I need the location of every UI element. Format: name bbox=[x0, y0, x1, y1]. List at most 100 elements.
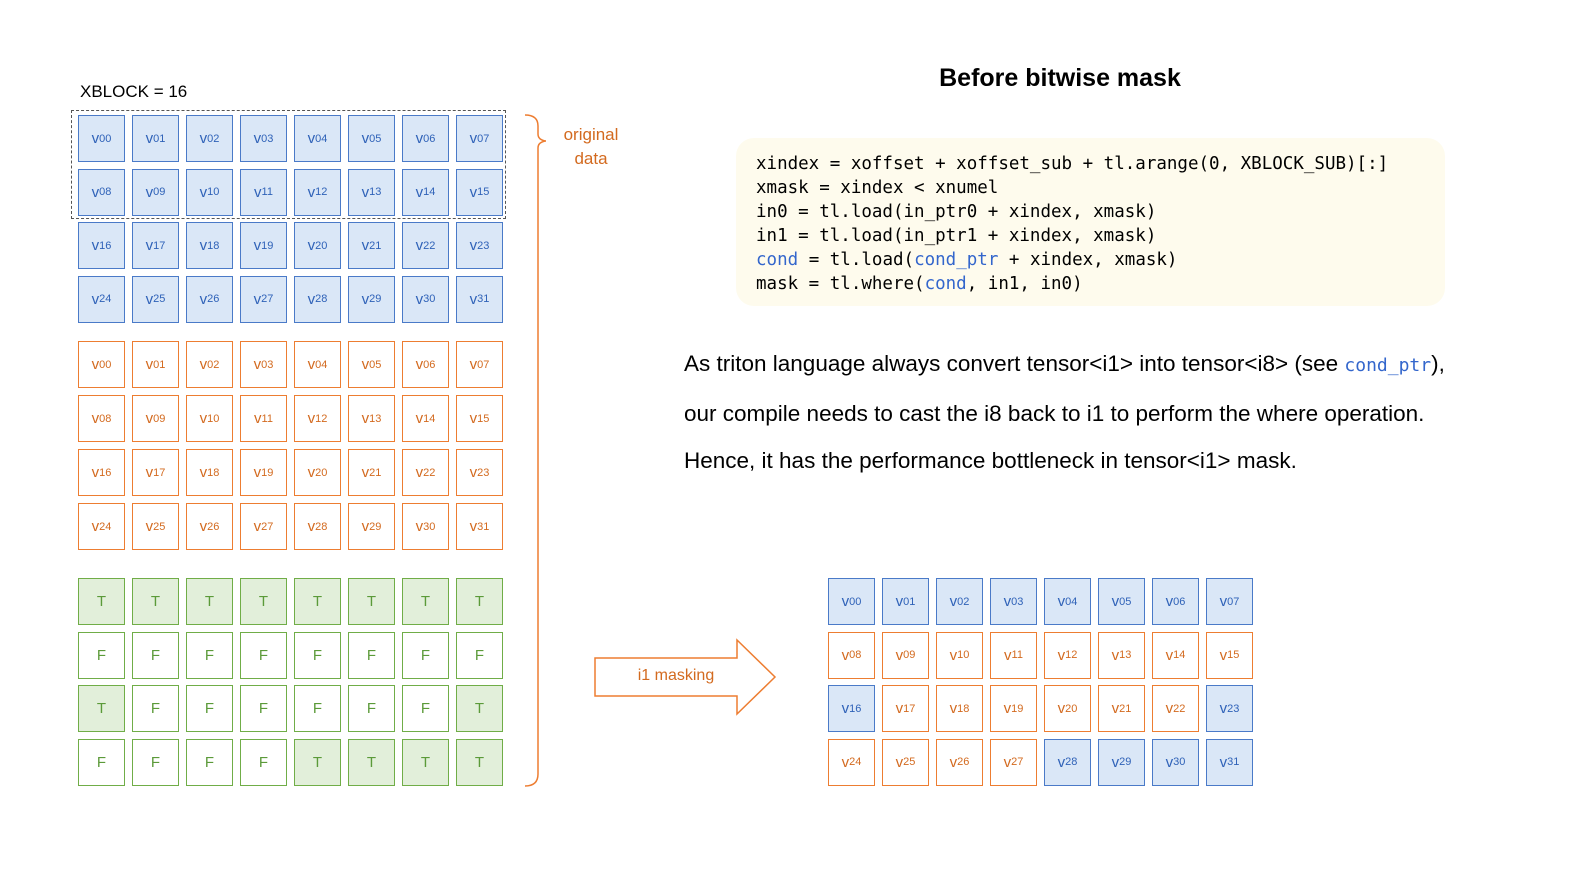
cond-cell: F bbox=[456, 631, 503, 679]
original-data-label-line1: original bbox=[563, 125, 619, 144]
cond-cell: F bbox=[294, 631, 341, 679]
cond-cell: F bbox=[132, 738, 179, 786]
i1-masking-label: i1 masking bbox=[637, 667, 715, 684]
xblock-dashed-frame bbox=[71, 110, 506, 219]
cond-cell: T bbox=[348, 738, 395, 786]
cond-cell: F bbox=[186, 685, 233, 732]
cond-cell: T bbox=[132, 578, 179, 625]
code-line-1: xindex = xoffset + xoffset_sub + tl.aran… bbox=[756, 154, 1389, 174]
explanation-line-1-text: As triton language always convert tensor… bbox=[684, 351, 1345, 376]
diagram-title: Before bitwise mask bbox=[939, 64, 1181, 92]
cond-cell: T bbox=[456, 578, 503, 625]
code-block: xindex = xoffset + xoffset_sub + tl.aran… bbox=[736, 138, 1445, 306]
xblock-label: XBLOCK = 16 bbox=[80, 82, 188, 101]
cond-cell: T bbox=[348, 578, 395, 625]
original-data-brace bbox=[524, 114, 546, 787]
code-line-5: cond = tl.load(cond_ptr + xindex, xmask) bbox=[756, 250, 1178, 270]
cond-cell: F bbox=[402, 685, 449, 732]
explanation-line-3: Hence, it has the performance bottleneck… bbox=[684, 448, 1297, 473]
cond-cell: F bbox=[78, 631, 125, 679]
original-data-label-line2: data bbox=[574, 149, 608, 168]
cond-cell: F bbox=[294, 685, 341, 732]
cond-cell: T bbox=[402, 578, 449, 625]
cond-cell: F bbox=[78, 738, 125, 786]
cond-cell: F bbox=[240, 685, 287, 732]
cond-cell: F bbox=[186, 738, 233, 786]
cond-cell: T bbox=[294, 578, 341, 625]
code-line-4: in1 = tl.load(in_ptr1 + xindex, xmask) bbox=[756, 226, 1157, 246]
explanation-line-2: our compile needs to cast the i8 back to… bbox=[684, 400, 1425, 426]
code-line-2: xmask = xindex < xnumel bbox=[756, 178, 999, 198]
explanation-paragraph: As triton language always convert tensor… bbox=[684, 340, 1584, 485]
explanation-line-1-end: ), bbox=[1431, 351, 1445, 376]
explanation-line-1: As triton language always convert tensor… bbox=[684, 340, 1584, 390]
code-line-6: mask = tl.where(cond, in1, in0) bbox=[756, 274, 1083, 294]
cond-cell: T bbox=[78, 578, 125, 625]
